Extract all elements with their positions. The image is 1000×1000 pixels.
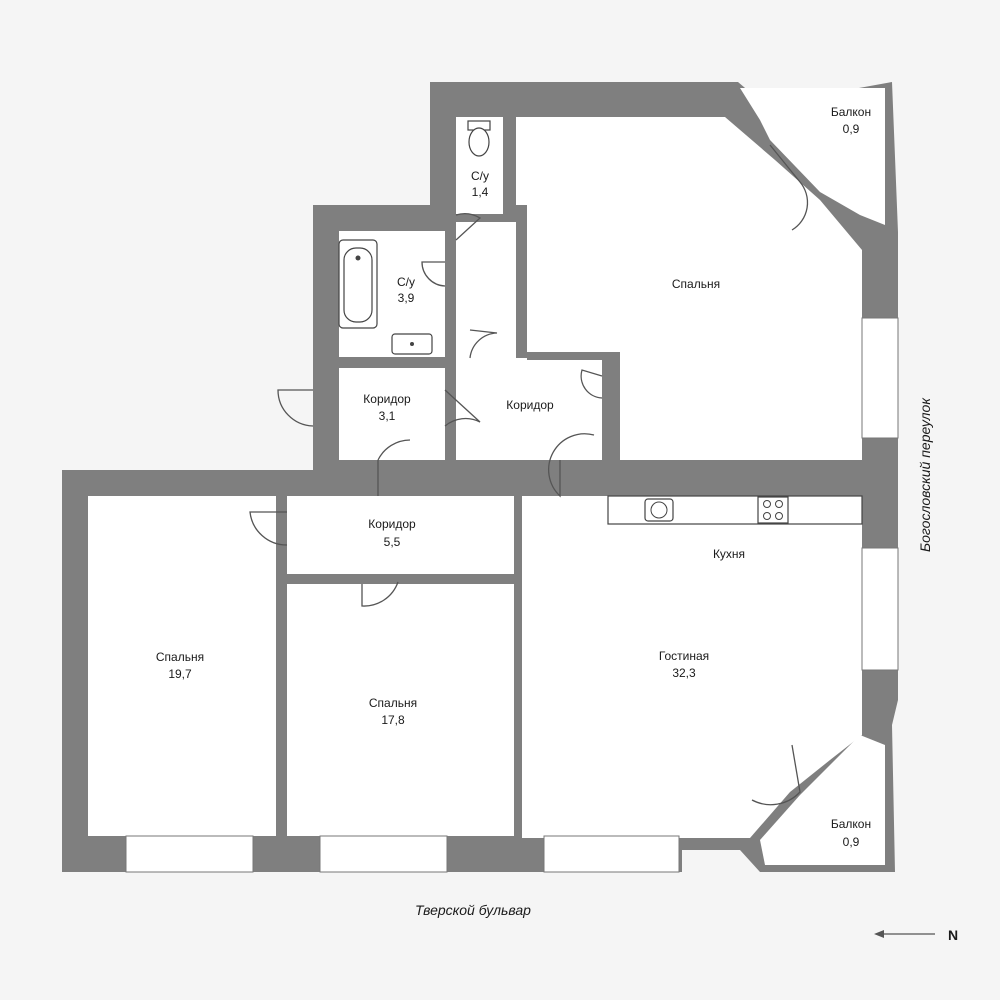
door-balcony-bottom — [751, 744, 801, 806]
door-corridor-a-b — [444, 389, 481, 427]
compass-north-label: N — [948, 927, 958, 943]
window-bedroom-mid — [319, 835, 448, 873]
door-corridor-c-top — [377, 439, 411, 496]
room-name: Балкон — [831, 817, 871, 831]
bathtub-drain-icon — [355, 255, 361, 261]
door-bath — [421, 261, 446, 287]
room-labels: С/у 1,4 С/у 3,9 Спальня Балкон 0,9 Корид… — [156, 105, 871, 849]
room-area: 3,1 — [379, 409, 396, 423]
window-bedroom-w — [125, 835, 254, 873]
door-corridor-central-top — [469, 329, 498, 359]
door-balcony-top — [769, 144, 809, 231]
room-area: 0,9 — [843, 122, 860, 136]
compass: N — [874, 927, 958, 943]
room-name: Кухня — [713, 547, 745, 561]
window-living — [543, 835, 680, 873]
room-area: 1,4 — [472, 185, 489, 199]
door-corridor-c-left — [249, 511, 288, 546]
room-area: 17,8 — [381, 713, 405, 727]
room-name: Коридор — [363, 392, 411, 406]
room-name: Спальня — [156, 650, 204, 664]
room-area: 3,9 — [398, 291, 415, 305]
cooktop-icon — [757, 496, 789, 524]
door-wc-small — [455, 213, 482, 241]
room-name: С/у — [471, 169, 489, 183]
doors — [249, 144, 809, 806]
door-bedroom-ne — [580, 369, 603, 399]
room-area: 32,3 — [672, 666, 696, 680]
room-area: 19,7 — [168, 667, 192, 681]
street-label-right: Богословский переулок — [917, 397, 933, 552]
door-bedroom-mid — [361, 581, 399, 607]
window-kitchen — [861, 547, 899, 671]
window-bedroom-ne — [861, 317, 899, 439]
partitions — [276, 117, 862, 841]
arrow-left-icon — [874, 930, 884, 938]
room-name: Спальня — [672, 277, 720, 291]
room-name: Гостиная — [659, 649, 709, 663]
room-area: 5,5 — [384, 535, 401, 549]
door-living — [548, 433, 595, 498]
door-corridor-entrance — [277, 389, 314, 427]
fixtures — [338, 120, 863, 525]
room-name: Коридор — [506, 398, 554, 412]
room-name: Балкон — [831, 105, 871, 119]
toilet-icon — [468, 127, 490, 157]
kitchen-sink-icon — [644, 498, 674, 522]
room-name: С/у — [397, 275, 415, 289]
room-name: Коридор — [368, 517, 416, 531]
street-label-bottom: Тверской бульвар — [415, 902, 531, 918]
windows — [125, 317, 899, 873]
room-area: 0,9 — [843, 835, 860, 849]
room-name: Спальня — [369, 696, 417, 710]
